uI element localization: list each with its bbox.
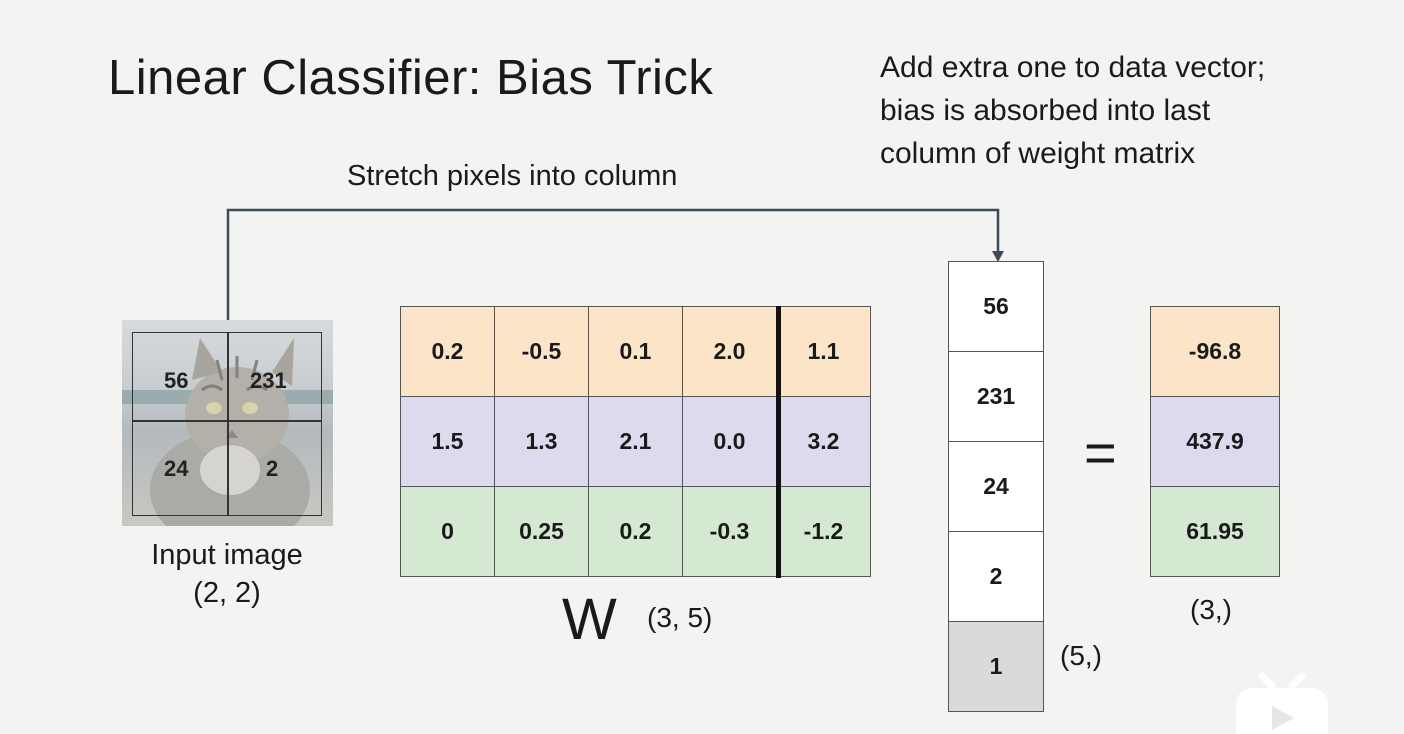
pixel-value: 56 <box>164 368 189 393</box>
note-line: bias is absorbed into last <box>880 94 1211 127</box>
input-vector: 56 231 24 2 1 <box>948 261 1044 712</box>
video-logo-watermark <box>1236 672 1328 734</box>
weight-cell: 0.2 <box>588 486 683 577</box>
image-shape: (2, 2) <box>193 577 261 609</box>
weight-cell: 2.0 <box>682 306 777 397</box>
weight-matrix: 0.2 -0.5 0.1 2.0 1.1 1.5 1.3 2.1 0.0 3.2… <box>400 306 871 577</box>
bias-cell: -1.2 <box>776 486 871 577</box>
bias-one-cell: 1 <box>948 621 1044 712</box>
pixel-grid-line <box>132 420 322 422</box>
weight-row: 0.2 -0.5 0.1 2.0 1.1 <box>400 306 871 397</box>
slide-title: Linear Classifier: Bias Trick <box>108 51 714 105</box>
weight-row: 1.5 1.3 2.1 0.0 3.2 <box>400 396 871 487</box>
weight-cell: 0.0 <box>682 396 777 487</box>
pixel-value: 231 <box>250 368 287 393</box>
input-image-caption: Input image (2, 2) <box>126 536 328 612</box>
weight-cell: 0.25 <box>494 486 589 577</box>
weight-shape: (3, 5) <box>647 602 713 633</box>
weight-cell: 0 <box>400 486 495 577</box>
bias-separator <box>776 306 781 578</box>
weight-cell: -0.5 <box>494 306 589 397</box>
vector-cell: 2 <box>948 531 1044 622</box>
weight-row: 0 0.25 0.2 -0.3 -1.2 <box>400 486 871 577</box>
pixel-value: 24 <box>164 456 189 481</box>
weight-cell: -0.3 <box>682 486 777 577</box>
pixel-value: 2 <box>266 456 279 481</box>
vector-cell: 231 <box>948 351 1044 442</box>
score-cell: -96.8 <box>1150 306 1280 397</box>
vector-cell: 56 <box>948 261 1044 352</box>
equals-sign: = <box>1084 421 1117 484</box>
caption-line: Input image <box>151 539 303 571</box>
bias-note: Add extra one to data vector; bias is ab… <box>880 46 1265 175</box>
vector-cell: 24 <box>948 441 1044 532</box>
bias-cell: 3.2 <box>776 396 871 487</box>
vector-shape: (5,) <box>1060 640 1102 671</box>
result-shape: (3,) <box>1190 594 1232 625</box>
note-line: Add extra one to data vector; <box>880 51 1266 84</box>
weight-cell: 1.3 <box>494 396 589 487</box>
weight-label: W <box>562 587 617 652</box>
cat-image: 56 231 24 2 <box>122 320 333 526</box>
note-line: column of weight matrix <box>880 137 1196 170</box>
weight-cell: 1.5 <box>400 396 495 487</box>
weight-cell: 0.2 <box>400 306 495 397</box>
pixel-grid-line <box>227 332 229 516</box>
bias-cell: 1.1 <box>776 306 871 397</box>
stretch-label: Stretch pixels into column <box>347 160 678 192</box>
score-cell: 61.95 <box>1150 486 1280 577</box>
score-cell: 437.9 <box>1150 396 1280 487</box>
weight-cell: 0.1 <box>588 306 683 397</box>
weight-cell: 2.1 <box>588 396 683 487</box>
result-vector: -96.8 437.9 61.95 <box>1150 306 1280 577</box>
cat-illustration <box>122 338 333 526</box>
